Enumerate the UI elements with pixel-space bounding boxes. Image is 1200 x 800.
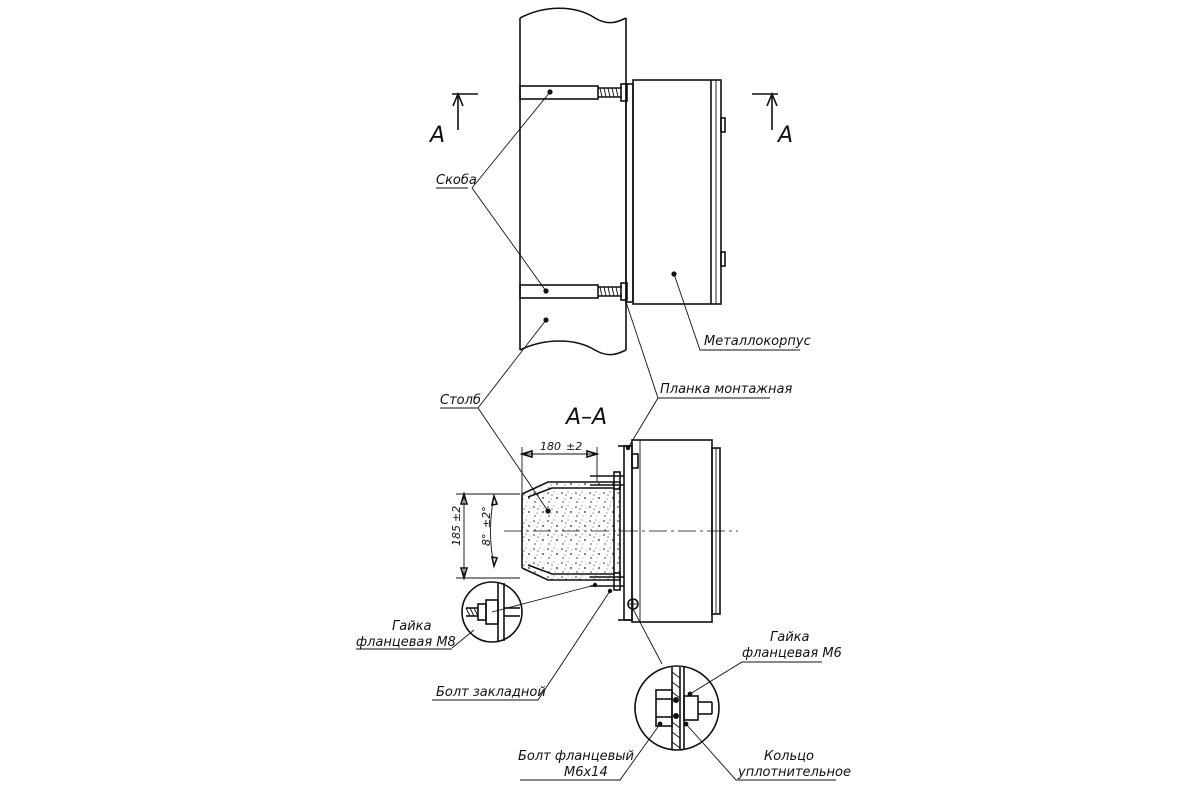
metal-cabinet-section <box>631 439 721 623</box>
detail-nut-m8 <box>451 581 523 649</box>
mounting-plate-front <box>625 83 634 303</box>
label-planka: Планка монтажная <box>660 382 792 397</box>
label-gayka-m8-line1: Гайка <box>392 619 432 634</box>
section-title: А–А <box>564 405 607 430</box>
front-view: А А <box>428 7 800 356</box>
label-skoba: Скоба <box>436 173 477 188</box>
section-letter-left: А <box>428 123 445 148</box>
label-koltso-line2: уплотнительное <box>737 765 851 780</box>
detail-flange-bolt <box>634 665 720 751</box>
bracket-bottom <box>519 282 628 301</box>
section-marker-right: А <box>752 91 793 148</box>
dimension-angle: 8° ±2° <box>480 493 499 569</box>
label-bolt-flantsevyy-line1: Болт фланцевый <box>518 749 634 764</box>
seal-ring-dot-top <box>673 697 679 703</box>
dimension-width-tolerance: ±2 <box>566 440 582 453</box>
dimension-width: 180 ±2 <box>519 440 600 494</box>
label-stolb: Столб <box>440 393 481 408</box>
section-marker-left: А <box>428 91 478 148</box>
label-metallokorpus: Металлокорпус <box>704 334 811 349</box>
embedded-bolt-top <box>590 471 624 490</box>
label-bolt-flantsevyy-line2: М6х14 <box>564 765 608 780</box>
label-koltso-line1: Кольцо <box>764 749 814 764</box>
label-bolt-zakladnoy: Болт закладной <box>436 685 546 700</box>
dimension-height-tolerance: ±2 <box>450 506 463 522</box>
bracket-top <box>519 83 628 102</box>
label-gayka-m6-line2: фланцевая М6 <box>742 646 842 661</box>
dimension-height: 185 ±2 <box>450 491 520 581</box>
dimension-angle-value: 8° <box>480 534 493 547</box>
seal-ring-dot-bottom <box>673 713 679 719</box>
mounting-plate-section <box>623 445 633 621</box>
dimension-angle-tolerance: ±2° <box>480 506 493 528</box>
section-letter-right: А <box>776 123 793 148</box>
pole-front <box>519 7 627 356</box>
dimension-height-value: 185 <box>450 525 463 546</box>
metal-cabinet-front <box>632 79 726 305</box>
label-gayka-m6-line1: Гайка <box>770 630 810 645</box>
section-view: 180 ±2 185 ±2 8° ±2° <box>432 301 770 701</box>
label-gayka-m8-line2: фланцевая М8 <box>356 635 456 650</box>
dimension-width-value: 180 <box>540 440 561 453</box>
